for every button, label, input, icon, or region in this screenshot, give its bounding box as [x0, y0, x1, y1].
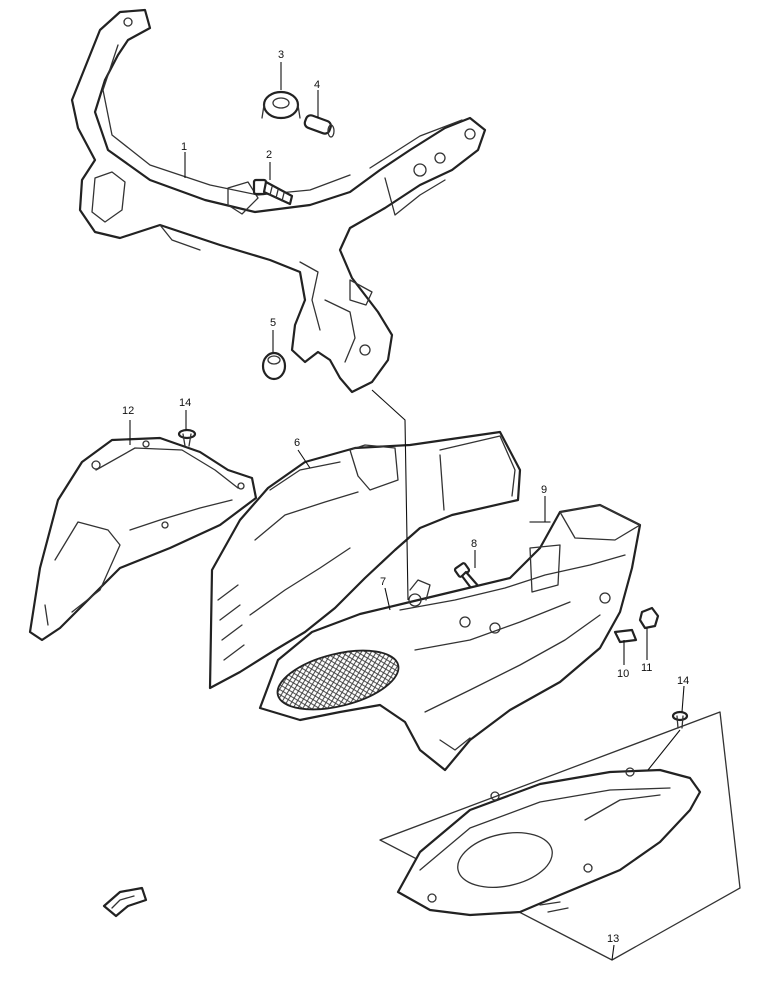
label-part-10: 10: [617, 668, 629, 680]
part-4-collar: [303, 114, 335, 138]
part-5-collar: [261, 351, 287, 381]
callout-labels: 1 2 3 4 5 6 7 8 9 10 11 12 13 14 14: [122, 49, 689, 945]
part-6-inner-duct: [208, 430, 522, 690]
part-10-clip: [613, 628, 638, 644]
leader-lines: [129, 62, 685, 961]
part-12-side-cover: [28, 436, 258, 642]
label-part-9: 9: [541, 484, 547, 496]
part-7-center-cover: [258, 503, 642, 772]
label-part-6: 6: [294, 437, 300, 449]
front-arrow-icon: [102, 886, 148, 918]
label-part-5: 5: [270, 317, 276, 329]
label-part-7: 7: [380, 576, 386, 588]
part-14-screw-upper: [177, 428, 197, 447]
label-part-14-lower: 14: [677, 675, 689, 687]
label-part-11: 11: [641, 662, 652, 674]
label-part-8: 8: [471, 538, 477, 550]
label-part-13: 13: [607, 933, 619, 945]
label-part-2: 2: [266, 149, 272, 161]
part-14-screw-lower: [671, 710, 689, 729]
part-11-nut: [638, 606, 660, 630]
part-2-bolt: [252, 178, 294, 206]
label-part-3: 3: [278, 49, 284, 61]
part-1-front-bracket: [70, 8, 487, 394]
part-3-grommet: [261, 90, 301, 120]
label-part-4: 4: [314, 79, 320, 91]
part-13-lower-cover: [379, 711, 741, 961]
label-part-1: 1: [181, 141, 187, 153]
mesh-grille: [276, 649, 400, 711]
label-part-14-upper: 14: [179, 397, 191, 409]
label-part-12: 12: [122, 405, 134, 417]
